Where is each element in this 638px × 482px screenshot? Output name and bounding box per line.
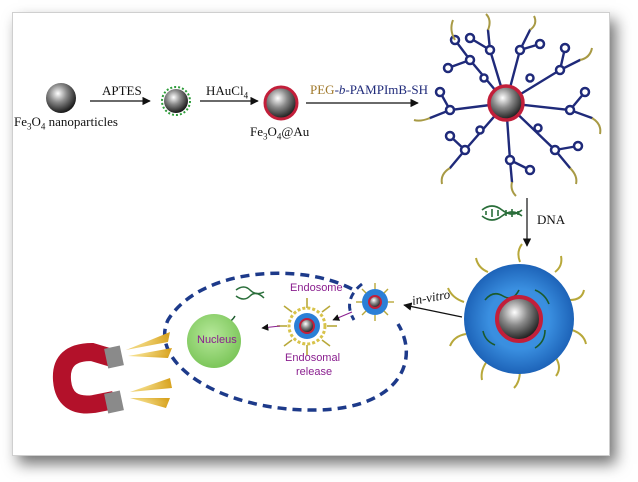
dna-complex-nanoparticle bbox=[447, 243, 587, 389]
release-to-nucleus-arrow bbox=[261, 323, 281, 331]
magnetic-field-cones bbox=[126, 332, 172, 408]
polymer-coated-nanoparticle bbox=[413, 13, 602, 197]
invitro-arrow bbox=[403, 302, 463, 318]
nucleus-label: Nucleus bbox=[197, 334, 237, 346]
cell-membrane bbox=[162, 271, 408, 412]
endosomal-release-label-line2: release bbox=[296, 366, 333, 378]
aptes-label: APTES bbox=[102, 83, 142, 98]
fe3o4-au-label: Fe3O4@Au bbox=[250, 124, 310, 142]
endosome-to-release-arrow bbox=[332, 311, 353, 321]
endosomal-release-label-line1: Endosomal bbox=[285, 352, 341, 364]
endosome-particle bbox=[277, 298, 337, 355]
fe3o4-nanoparticles-label: Fe3O4 nanoparticles bbox=[14, 114, 118, 132]
dna-strand-icon bbox=[481, 205, 523, 221]
nucleus bbox=[187, 314, 241, 368]
fe3o4-nanoparticle bbox=[46, 83, 76, 113]
polymer-label: PEG-b-PAMPImB-SH bbox=[310, 82, 429, 97]
haucl4-label: HAuCl4 bbox=[206, 83, 249, 101]
released-dna-icon bbox=[235, 286, 265, 300]
fe3o4-au-particle bbox=[263, 85, 299, 121]
magnet-icon bbox=[52, 342, 124, 414]
endosome-label: Endosome bbox=[290, 282, 343, 294]
dna-label: DNA bbox=[537, 212, 566, 227]
entering-nanoparticle bbox=[356, 283, 394, 321]
aptes-particle bbox=[161, 86, 191, 116]
